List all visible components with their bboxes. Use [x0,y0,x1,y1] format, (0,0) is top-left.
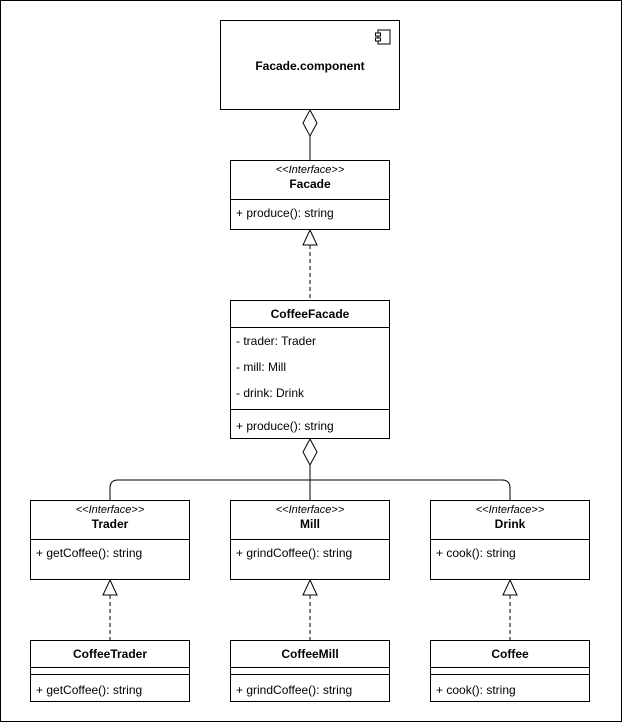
drink-interface[interactable]: <<Interface>> Drink + cook(): string [430,500,590,580]
stereotype-label: <<Interface>> [275,504,345,516]
class-name: Trader [91,517,129,531]
method: + produce(): string [236,206,334,220]
attribute: - drink: Drink [236,386,305,400]
realization-arrowhead-icon [502,578,518,596]
aggregation-line-trader [109,465,311,500]
method: + getCoffee(): string [36,683,143,697]
attribute: - trader: Trader [236,334,317,348]
realization-arrowhead-icon [302,228,318,246]
coffee-class[interactable]: Coffee + cook(): string [430,640,590,702]
realization-arrowhead-icon [302,578,318,596]
class-name: CoffeeFacade [270,307,350,321]
class-name: CoffeeMill [281,647,339,661]
class-name: Coffee [491,647,529,661]
method: + getCoffee(): string [36,546,143,560]
method: + grindCoffee(): string [236,546,353,560]
mill-interface[interactable]: <<Interface>> Mill + grindCoffee(): stri… [230,500,390,580]
aggregation-diamond-icon [302,437,318,467]
stereotype-label: <<Interface>> [475,504,545,516]
method: + grindCoffee(): string [236,683,353,697]
component-icon [375,29,391,45]
class-name: Facade [289,177,331,191]
stereotype-label: <<Interface>> [75,504,145,516]
realization-arrowhead-icon [102,578,118,596]
method: + produce(): string [236,419,334,433]
component-box[interactable]: Facade.component [220,20,400,110]
attribute: - mill: Mill [236,360,286,374]
coffeetrader-class[interactable]: CoffeeTrader + getCoffee(): string [30,640,190,702]
trader-interface[interactable]: <<Interface>> Trader + getCoffee(): stri… [30,500,190,580]
method: + cook(): string [436,683,516,697]
facade-interface[interactable]: <<Interface>> Facade + produce(): string [230,160,390,230]
stereotype-label: <<Interface>> [275,164,345,176]
aggregation-diamond-icon [302,108,318,138]
class-name: Drink [494,517,526,531]
component-name: Facade.component [255,59,365,73]
class-name: Mill [300,517,320,531]
method: + cook(): string [436,546,516,560]
aggregation-line-drink [310,479,511,500]
coffeemill-class[interactable]: CoffeeMill + grindCoffee(): string [230,640,390,702]
class-name: CoffeeTrader [72,647,148,661]
coffeefacade-class[interactable]: CoffeeFacade - trader: Trader - mill: Mi… [230,300,390,439]
